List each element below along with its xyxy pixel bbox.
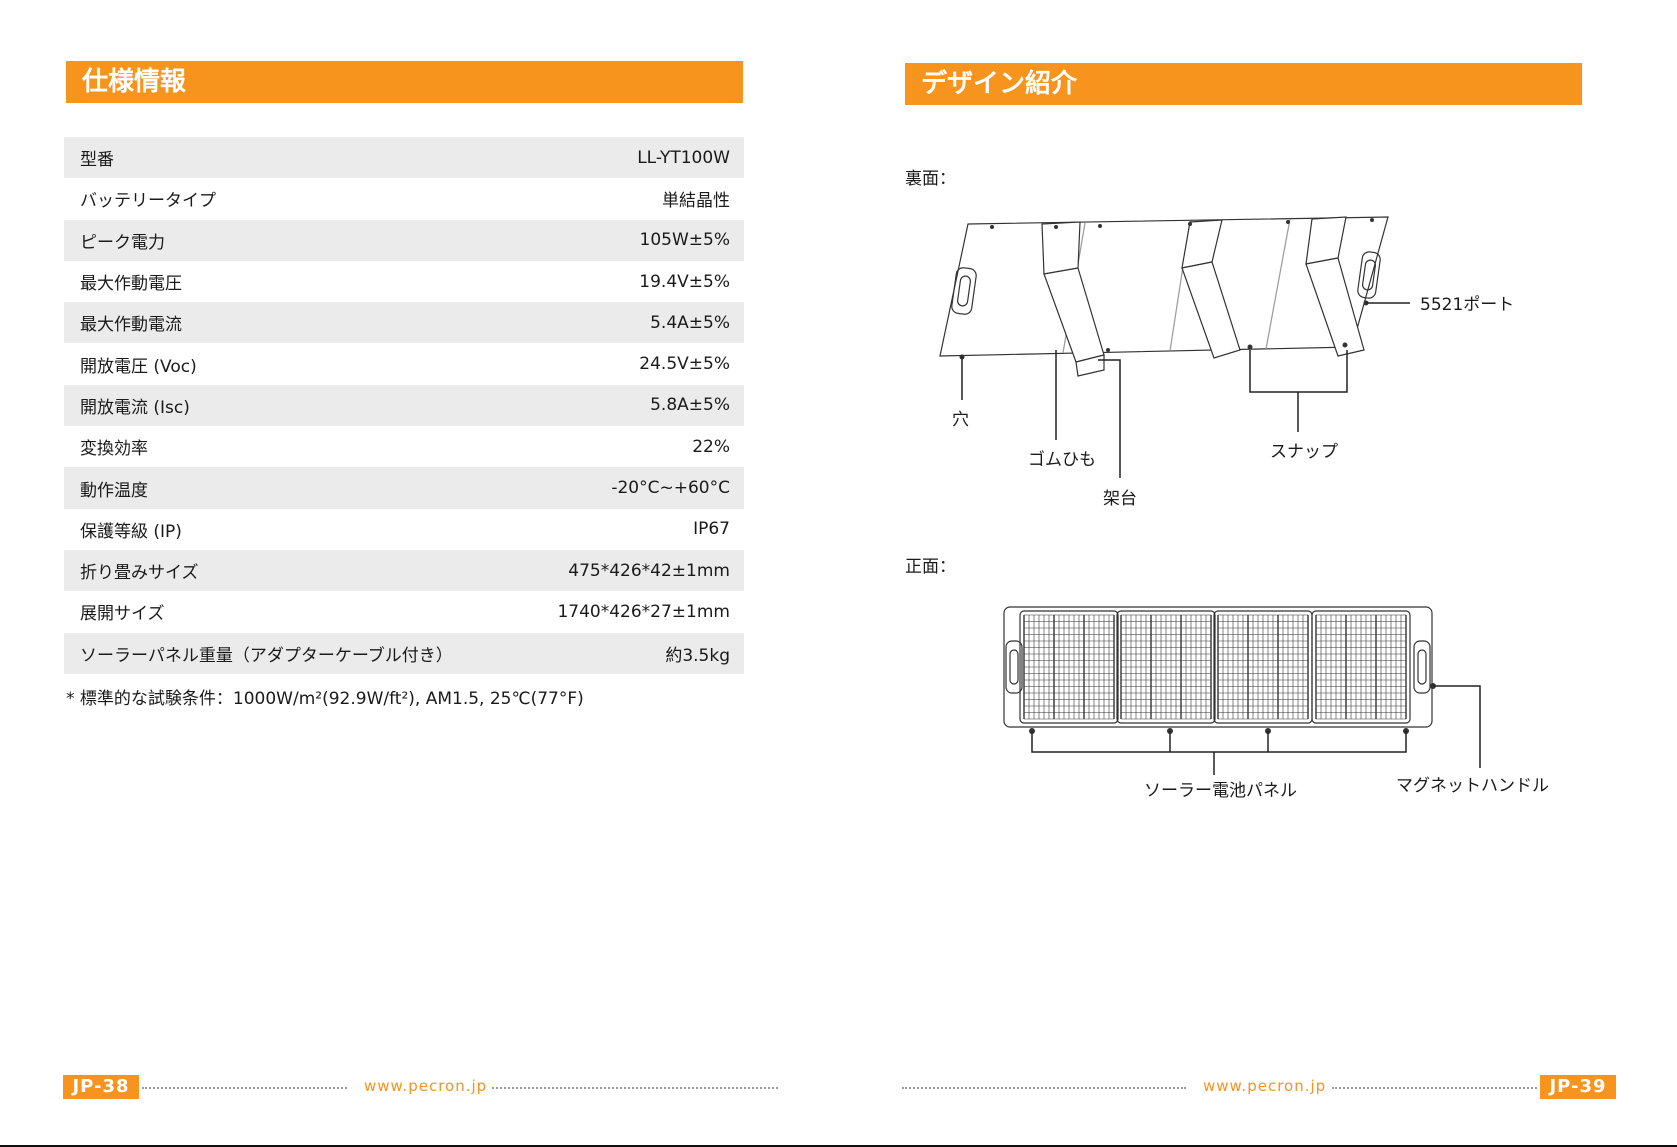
callout-port: 5521ポート <box>1420 295 1515 315</box>
callout-stand: 架台 <box>1103 489 1137 509</box>
bottom-rule <box>0 1145 1677 1147</box>
spec-label: ピーク電力 <box>64 219 517 261</box>
spec-label: 保護等級 (IP) <box>64 508 517 550</box>
spec-row: ソーラーパネル重量（アダプターケーブル付き）約3.5kg <box>64 632 744 674</box>
spec-section-title: 仕様情報 <box>66 61 743 103</box>
spec-value: 1740*426*27±1mm <box>516 591 744 633</box>
spec-value: 約3.5kg <box>516 632 744 674</box>
callout-snap: スナップ <box>1270 442 1338 462</box>
back-right-handle <box>1357 251 1381 299</box>
back-left-handle <box>951 267 977 315</box>
footer-url-right[interactable]: www.pecron.jp <box>1203 1077 1327 1095</box>
spec-label: バッテリータイプ <box>64 178 517 220</box>
spec-label: ソーラーパネル重量（アダプターケーブル付き） <box>64 632 517 674</box>
spec-value: IP67 <box>516 508 744 550</box>
page-number-right: JP-39 <box>1540 1075 1616 1099</box>
test-conditions-footnote: * 標準的な試験条件：1000W/m²(92.9W/ft²), AM1.5, 2… <box>66 689 584 709</box>
solar-cells <box>1019 610 1411 724</box>
stand-3 <box>1305 216 1365 357</box>
spec-value: 475*426*42±1mm <box>516 549 744 592</box>
stand-1 <box>1041 221 1105 377</box>
spec-label: 最大作動電流 <box>64 302 517 344</box>
spec-label: 展開サイズ <box>64 591 517 633</box>
footer-dots <box>142 1087 347 1089</box>
callout-magnet-handle: マグネットハンドル <box>1396 776 1549 796</box>
spec-row: 開放電圧 (Voc)24.5V±5% <box>64 343 744 385</box>
footer-dots <box>902 1087 1186 1089</box>
spec-value: 単結晶性 <box>516 178 744 220</box>
spec-value: 19.4V±5% <box>516 260 744 303</box>
spec-row: 開放電流 (Isc)5.8A±5% <box>64 384 744 427</box>
design-section-title: デザイン紹介 <box>905 63 1582 105</box>
callout-solar-panel: ソーラー電池パネル <box>1144 781 1297 801</box>
callout-rubber-band: ゴムひも <box>1028 450 1096 470</box>
spec-value: 24.5V±5% <box>516 343 744 385</box>
spec-label: 開放電圧 (Voc) <box>64 343 517 385</box>
spec-row: バッテリータイプ単結晶性 <box>64 178 744 220</box>
back-view-diagram <box>939 216 1410 478</box>
spec-label: 開放電流 (Isc) <box>64 384 517 427</box>
back-view-label: 裏面： <box>905 169 956 189</box>
footer-dots <box>492 1087 778 1089</box>
callout-hole: 穴 <box>952 410 969 430</box>
front-view-diagram <box>1003 606 1481 775</box>
spec-value: 5.4A±5% <box>516 302 744 344</box>
spec-label: 折り畳みサイズ <box>64 549 517 592</box>
front-left-handle <box>1005 640 1023 694</box>
footer-url-left[interactable]: www.pecron.jp <box>364 1077 488 1095</box>
spec-label: 動作温度 <box>64 467 517 509</box>
front-right-handle <box>1413 640 1431 694</box>
spec-value: 105W±5% <box>516 219 744 261</box>
spec-row: 動作温度-20°C~+60°C <box>64 467 744 509</box>
page-number-left: JP-38 <box>63 1075 139 1099</box>
spec-row: 保護等級 (IP)IP67 <box>64 508 744 550</box>
spec-value: 5.8A±5% <box>516 384 744 427</box>
spec-label: 最大作動電圧 <box>64 260 517 303</box>
stand-2 <box>1181 219 1241 359</box>
spec-label: 型番 <box>64 137 517 179</box>
front-view-label: 正面： <box>905 557 956 577</box>
footer-dots <box>1332 1087 1537 1089</box>
spec-value: LL-YT100W <box>516 137 744 179</box>
spec-label: 変換効率 <box>64 426 517 468</box>
spec-value: -20°C~+60°C <box>516 467 744 509</box>
spec-value: 22% <box>516 426 744 468</box>
